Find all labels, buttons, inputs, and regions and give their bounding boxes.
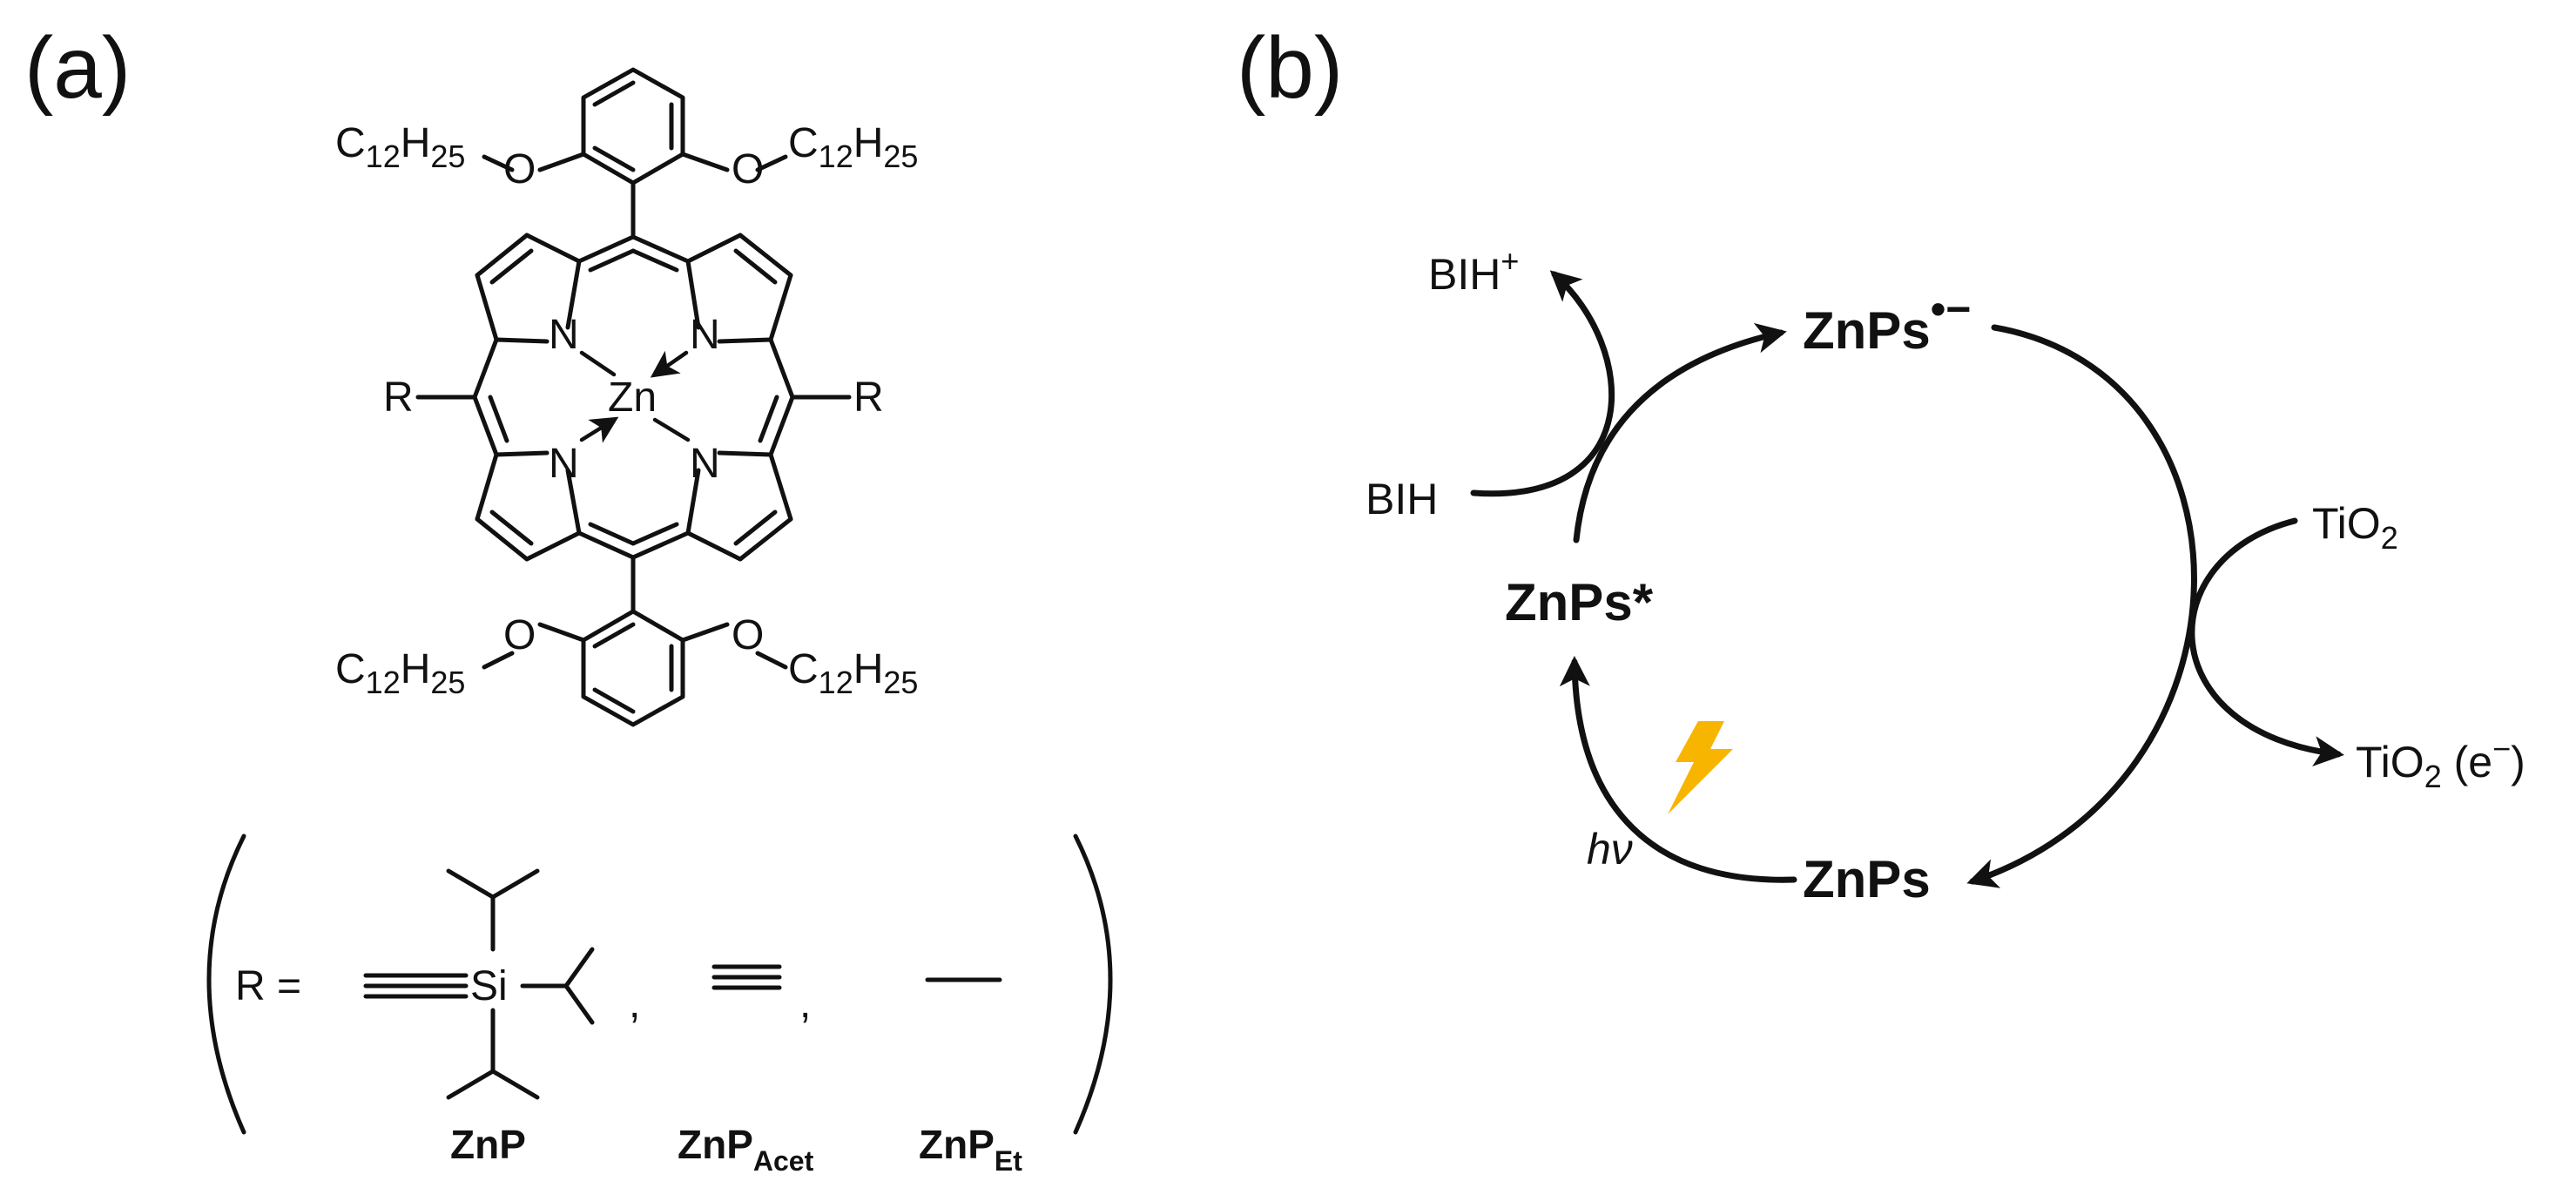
- oxidized-donor: BIH+: [1428, 243, 1519, 299]
- left-parenthesis: [206, 833, 246, 1135]
- light-hv: hν: [1587, 825, 1633, 874]
- panel-a-label: (a): [24, 19, 131, 117]
- panel-b-label: (b): [1237, 19, 1343, 117]
- alkyl-top-right: C12H25: [788, 120, 918, 174]
- r-group-right: R: [853, 375, 884, 421]
- compound-name-znp: ZnP: [450, 1122, 526, 1167]
- zinc-atom: Zn: [608, 375, 657, 421]
- nitrogen-top-left: N: [549, 312, 579, 358]
- species-ground: ZnPs: [1803, 850, 1931, 908]
- alkyl-chains: C12H25 C12H25 C12H25 C12H25: [335, 120, 918, 700]
- r-definition: R = Si ,: [206, 833, 1113, 1177]
- arrow-bih-oxidation: [1470, 270, 1615, 497]
- panel-a: (a): [24, 19, 1113, 1177]
- porphyrin-atoms: O O O O N N N N Zn R R: [383, 146, 884, 658]
- silicon-atom: Si: [470, 963, 508, 1009]
- arrow-tio2-reduction: [2188, 517, 2344, 766]
- donor-bih: BIH: [1366, 475, 1438, 523]
- species-excited: ZnPs*: [1505, 573, 1654, 631]
- nitrogen-bottom-right: N: [690, 441, 720, 487]
- arc-ground-to-excited: [1559, 656, 1797, 883]
- alkyl-top-left: C12H25: [335, 120, 465, 174]
- nitrogen-bottom-left: N: [549, 441, 579, 487]
- r-group-left: R: [383, 375, 414, 421]
- arc-excited-to-anion: [1573, 323, 1787, 543]
- compound-name-znp-acet: ZnPAcet: [678, 1122, 814, 1177]
- top-aryl-ring: [482, 67, 788, 186]
- porphyrin-bonds: [415, 180, 852, 614]
- arc-anion-to-ground: [1966, 324, 2197, 888]
- comma-2: ,: [799, 981, 811, 1027]
- oxygen-bottom-right: O: [732, 612, 764, 658]
- alkyl-bottom-right: C12H25: [788, 646, 918, 700]
- bottom-aryl-ring: [482, 609, 788, 727]
- species-radical-anion: ZnPs•−: [1803, 285, 1971, 360]
- oxygen-top-left: O: [503, 146, 536, 192]
- oxygen-bottom-left: O: [503, 612, 536, 658]
- acceptor-tio2: TiO2: [2312, 499, 2398, 556]
- comma-1: ,: [629, 981, 640, 1027]
- r-equals: R =: [235, 963, 301, 1009]
- panel-b: (b) ZnPs•− ZnPs* ZnPs BIH+ BIH TiO2 TiO2…: [1237, 19, 2525, 908]
- right-parenthesis: [1073, 833, 1113, 1135]
- lightning-icon: [1668, 721, 1733, 814]
- nitrogen-top-right: N: [690, 312, 720, 358]
- compound-name-znp-et: ZnPEt: [919, 1122, 1022, 1177]
- alkyl-bottom-left: C12H25: [335, 646, 465, 700]
- reduced-acceptor: TiO2 (e−): [2356, 731, 2525, 794]
- ethynyl-structure: [711, 964, 782, 990]
- tips-ethynyl-structure: Si: [363, 868, 595, 1100]
- oxygen-top-right: O: [732, 146, 764, 192]
